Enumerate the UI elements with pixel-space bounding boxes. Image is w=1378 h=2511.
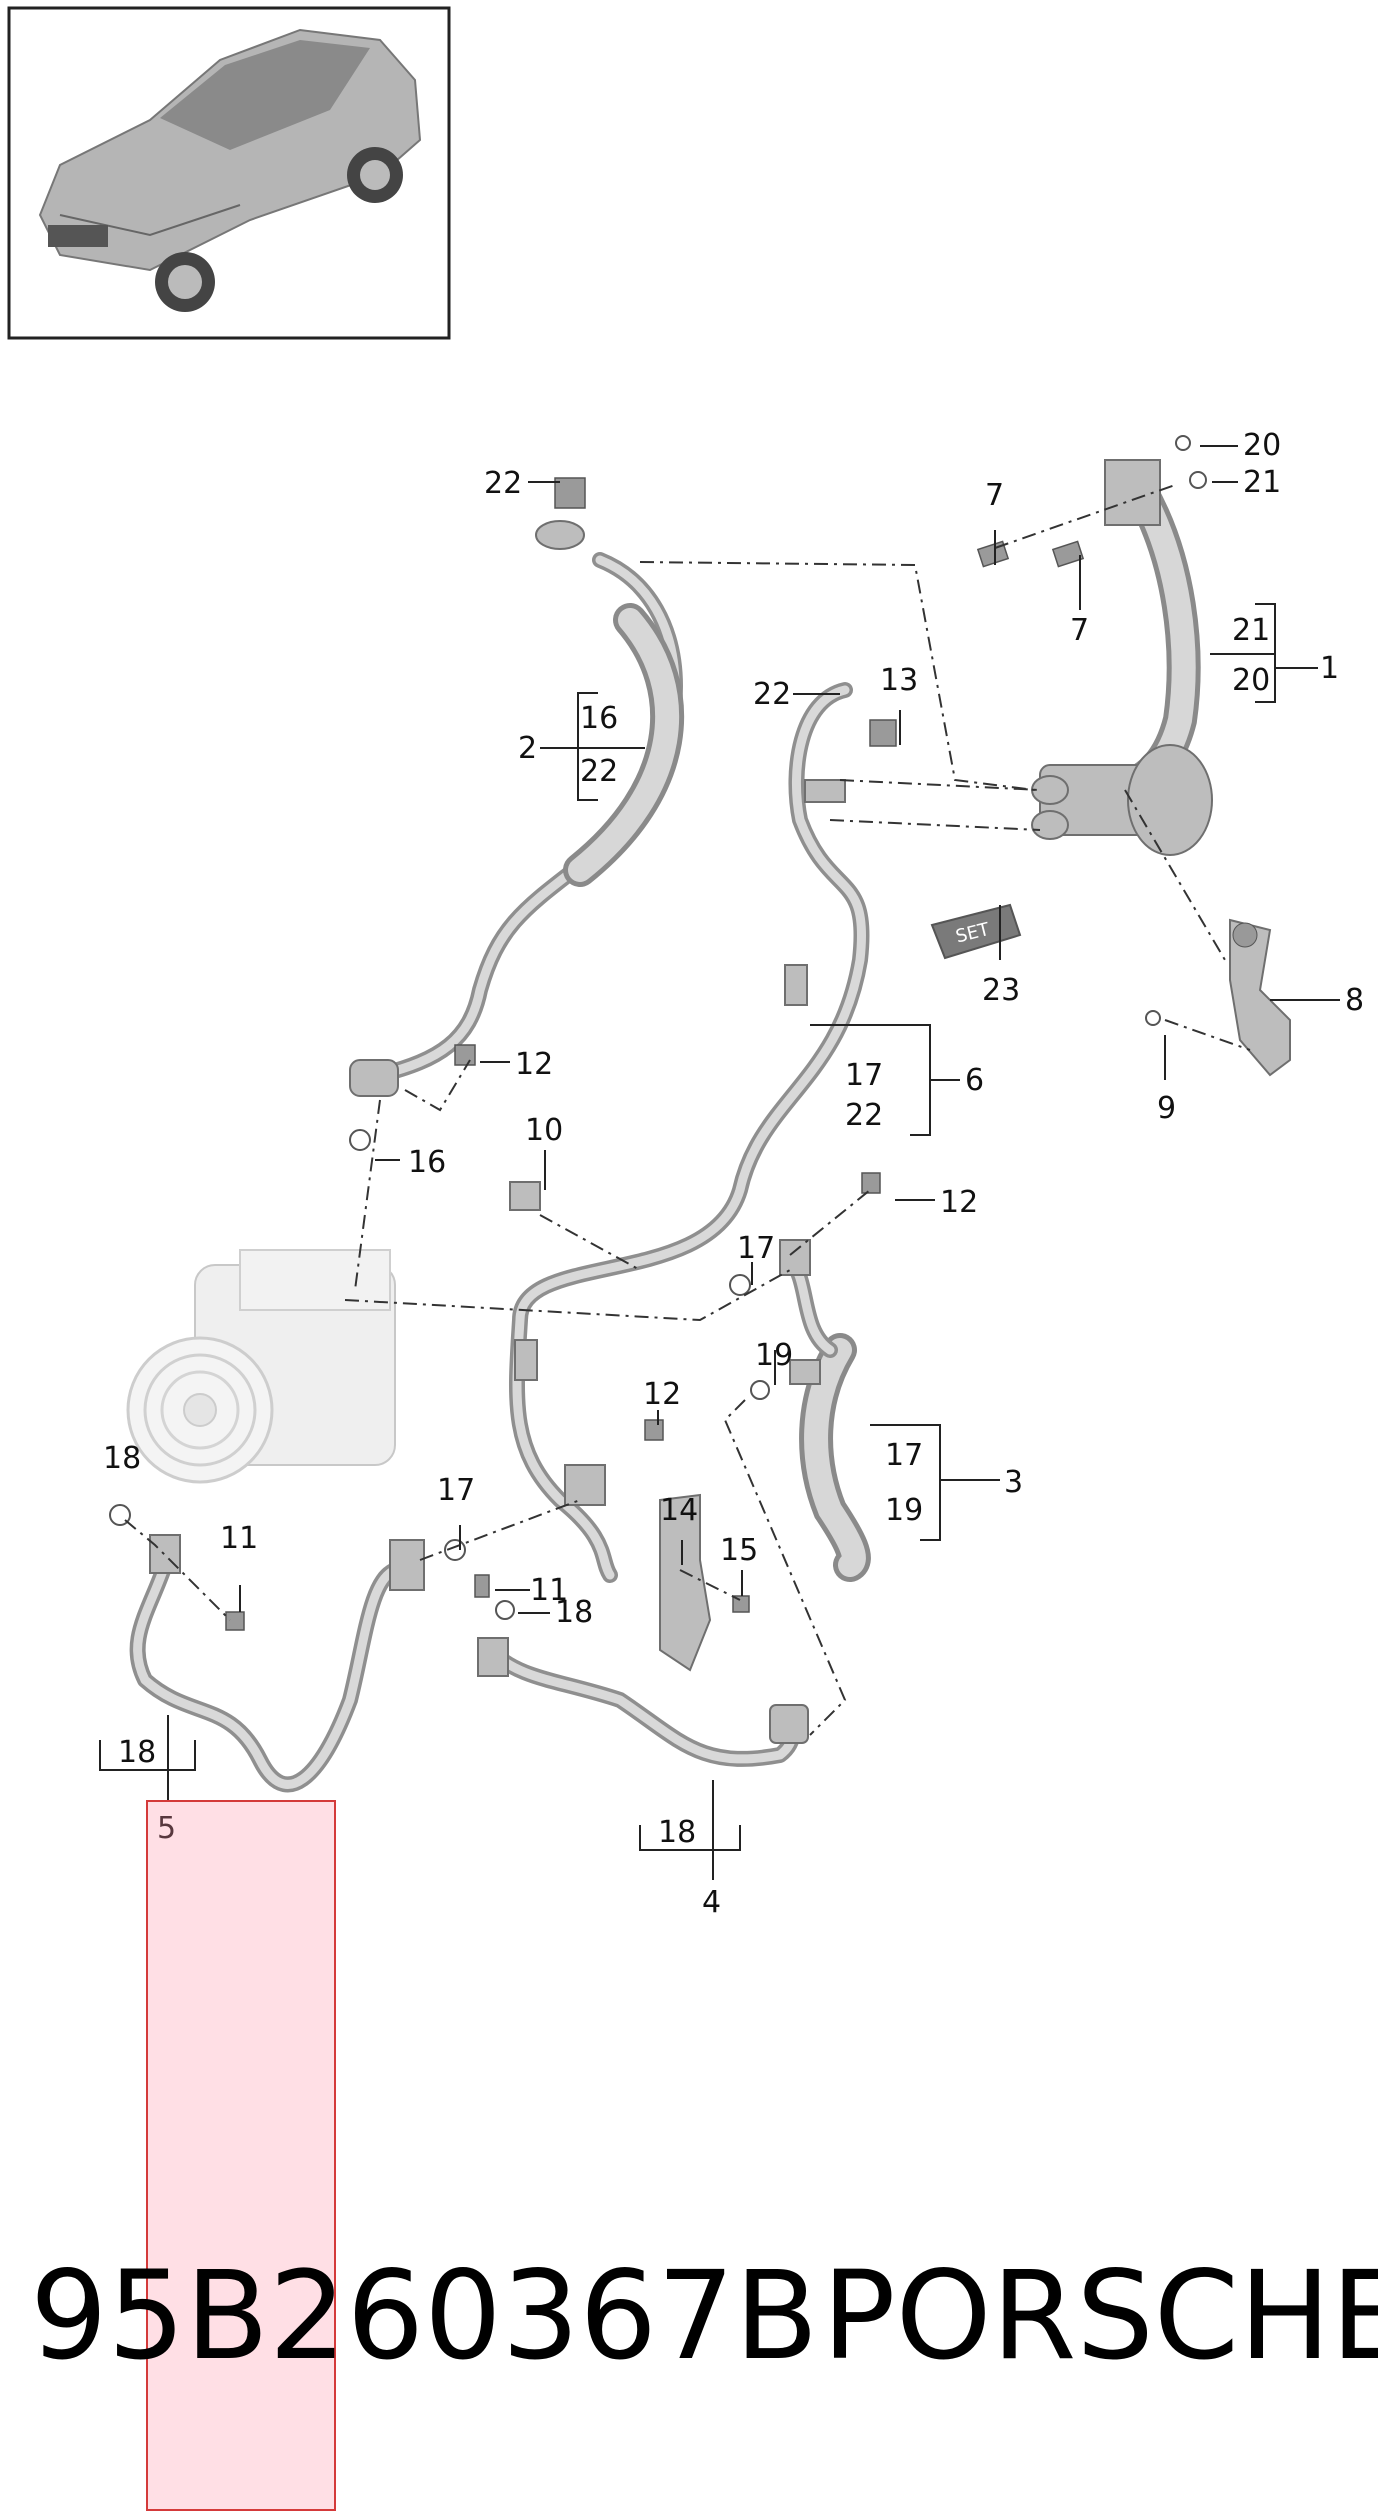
callout-12: 12	[643, 1377, 681, 1412]
callout-1: 1	[1320, 651, 1339, 686]
callout-17: 17	[437, 1473, 475, 1508]
bracket-8	[1229, 918, 1291, 1077]
leader-lines	[99, 445, 1340, 1880]
refrigerant-line-4	[477, 1637, 809, 1767]
callout-22: 22	[484, 466, 522, 501]
callout-12: 12	[515, 1047, 553, 1082]
callout-22: 22	[580, 754, 618, 789]
callout-13: 13	[880, 663, 918, 698]
callout-21: 21	[1243, 465, 1281, 500]
callout-7: 7	[1070, 613, 1089, 648]
callout-6: 6	[965, 1063, 984, 1098]
callout-14: 14	[660, 1493, 698, 1528]
set-kit: SET	[930, 903, 1022, 960]
callout-16: 16	[580, 701, 618, 736]
callout-21: 21	[1232, 613, 1270, 648]
bracket-14	[659, 1493, 712, 1672]
callouts: 22 20 21 7 7 21 20 1 2 16 22 22 13 23 8 …	[103, 428, 1364, 1920]
refrigerant-hose-2	[349, 477, 685, 1097]
callout-18: 18	[118, 1735, 156, 1770]
callout-8: 8	[1345, 983, 1364, 1018]
callout-19: 19	[755, 1338, 793, 1373]
callout-20: 20	[1243, 428, 1281, 463]
callout-17: 17	[737, 1231, 775, 1266]
callout-3: 3	[1004, 1465, 1023, 1500]
callout-22: 22	[845, 1098, 883, 1133]
refrigerant-line-6	[509, 682, 870, 1583]
refrigerant-hose-3	[779, 1239, 871, 1582]
callout-5: 5	[157, 1811, 176, 1846]
callout-2: 2	[518, 731, 537, 766]
callout-4: 4	[702, 1885, 721, 1920]
callout-7: 7	[985, 478, 1004, 513]
callout-18: 18	[555, 1595, 593, 1630]
callout-17: 17	[885, 1438, 923, 1473]
highlight-overlay	[146, 1800, 336, 2511]
callout-10: 10	[525, 1113, 563, 1148]
ac-compressor	[126, 1249, 396, 1484]
refrigerant-line-5	[129, 1534, 425, 1793]
car-thumbnail	[7, 6, 451, 340]
callout-15: 15	[720, 1533, 758, 1568]
connection-lines	[124, 484, 1251, 1736]
callout-9: 9	[1157, 1091, 1176, 1126]
callout-20: 20	[1232, 663, 1270, 698]
callout-18: 18	[658, 1815, 696, 1850]
callout-16: 16	[408, 1145, 446, 1180]
callout-17: 17	[845, 1058, 883, 1093]
callout-19: 19	[885, 1493, 923, 1528]
callout-12: 12	[940, 1185, 978, 1220]
callout-11: 11	[220, 1521, 258, 1556]
callout-22: 22	[753, 677, 791, 712]
callout-18: 18	[103, 1441, 141, 1476]
refrigerant-hose-1	[1031, 459, 1213, 856]
brand-name: PORSCHE	[822, 2245, 1378, 2387]
callout-23: 23	[982, 973, 1020, 1008]
part-number: 95B260367B	[30, 2245, 819, 2387]
callout-11: 11	[530, 1573, 568, 1608]
